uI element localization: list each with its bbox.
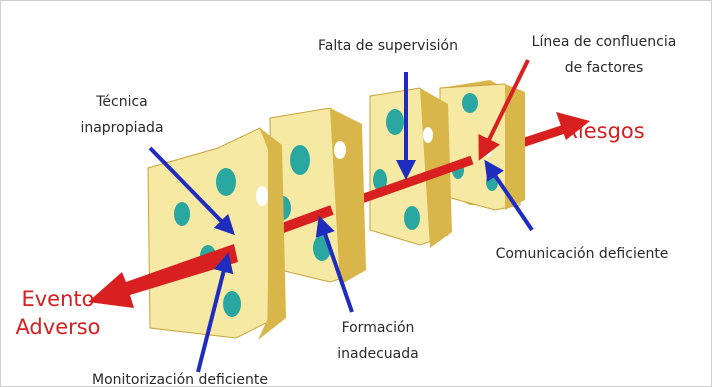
cheese-slice-1 [148,128,286,340]
label-riesgos: Riesgos [563,119,644,143]
cheese-slice-4 [440,80,525,210]
cheese-hole [334,141,346,159]
cheese-hole [290,145,310,175]
cheese-hole [174,202,190,226]
cheese-hole [423,127,433,143]
label-evento-2: Adverso [15,315,100,339]
label-falta-supervision: Falta de supervisión [318,38,458,54]
label-linea-confluencia-2: de factores [565,60,644,76]
cheese-hole [216,168,236,196]
cheese-hole [256,186,268,206]
cheese-hole [404,206,420,230]
cheese-hole [223,291,241,317]
label-formacion-1: Formación [342,320,415,336]
cheese-hole [462,93,478,113]
label-evento-1: Evento [21,287,94,311]
label-tecnica-1: Técnica [95,94,148,110]
label-tecnica-2: inapropiada [80,120,163,136]
label-monitorizacion: Monitorización deficiente [92,372,268,387]
label-comunicacion: Comunicación deficiente [496,246,669,262]
label-linea-confluencia-1: Línea de confluencia [532,34,677,50]
label-formacion-2: inadecuada [337,346,418,362]
cheese-hole [386,109,404,135]
